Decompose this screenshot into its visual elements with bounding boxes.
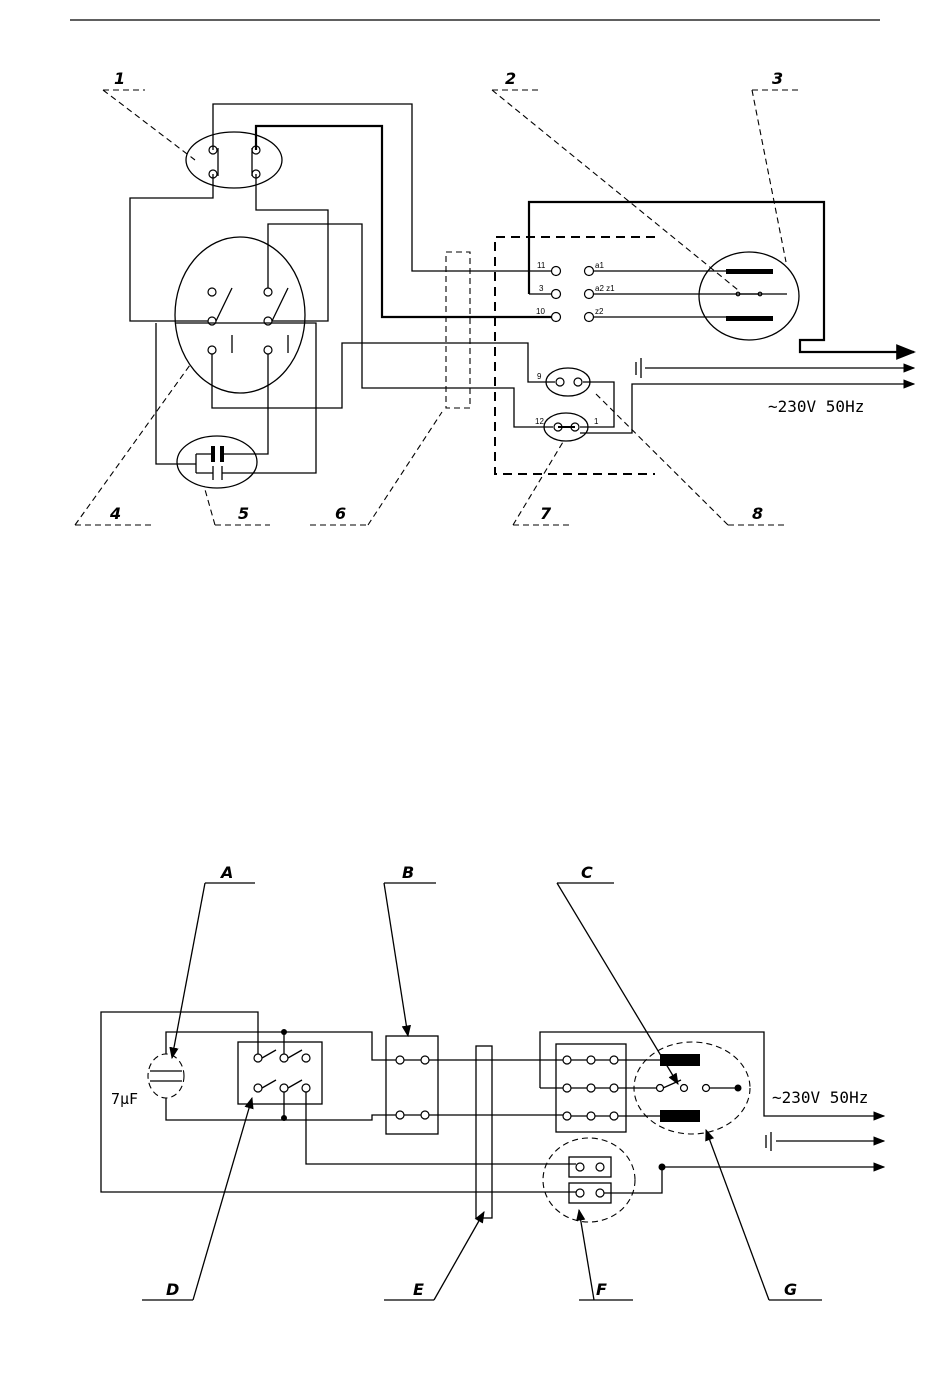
callout-b: B bbox=[402, 863, 414, 882]
callout-6: 6 bbox=[335, 504, 346, 523]
connector-f bbox=[543, 1138, 635, 1222]
callout-3: 3 bbox=[772, 69, 783, 88]
callout-e: E bbox=[413, 1280, 424, 1299]
pin-label-9: 9 bbox=[537, 372, 542, 381]
pin-label-12: 12 bbox=[535, 417, 544, 426]
callout-1: 1 bbox=[114, 69, 125, 88]
selector-switch bbox=[175, 237, 305, 393]
callout-f: F bbox=[596, 1280, 607, 1299]
cable-clamp bbox=[446, 252, 470, 408]
top-callout-leaders bbox=[75, 90, 798, 525]
callout-d: D bbox=[166, 1280, 179, 1299]
supply-label-bottom: ~230V 50Hz bbox=[772, 1088, 868, 1107]
callout-5: 5 bbox=[238, 504, 249, 523]
capacitor-7uf bbox=[148, 1054, 184, 1098]
supply-label-top: ~230V 50Hz bbox=[768, 397, 864, 416]
pin-label-10: 10 bbox=[536, 307, 545, 316]
pin-label-11: 11 bbox=[537, 261, 546, 270]
callout-4: 4 bbox=[109, 504, 121, 523]
capacitor bbox=[177, 436, 257, 488]
relay bbox=[699, 252, 799, 340]
top-wiring-diagram: 1 2 3 4 5 6 7 8 11 3 10 9 12 1 a1 a2 z1 … bbox=[75, 69, 914, 525]
callout-g: G bbox=[784, 1280, 797, 1299]
callout-7: 7 bbox=[540, 504, 552, 523]
callout-8: 8 bbox=[752, 504, 763, 523]
pin-label-a1: a1 bbox=[595, 261, 604, 270]
pin-label-3: 3 bbox=[539, 284, 544, 293]
thermal-protector bbox=[186, 132, 282, 188]
top-wires bbox=[130, 104, 914, 473]
bottom-wiring-diagram: 7μF bbox=[101, 863, 884, 1300]
terminal-box bbox=[495, 237, 655, 474]
callout-c: C bbox=[581, 863, 593, 882]
terminal-block bbox=[556, 1044, 626, 1132]
pin-label-1: 1 bbox=[594, 417, 599, 426]
overload-protector bbox=[386, 1036, 438, 1134]
callout-2: 2 bbox=[505, 69, 516, 88]
bottom-callout-leaders bbox=[142, 883, 822, 1300]
pin-label-z2: z2 bbox=[595, 307, 604, 316]
switch-block bbox=[238, 1042, 322, 1104]
pin-label-a2-z1: a2 z1 bbox=[595, 284, 615, 293]
capacitor-label: 7μF bbox=[111, 1090, 138, 1108]
callout-a: A bbox=[219, 863, 233, 882]
